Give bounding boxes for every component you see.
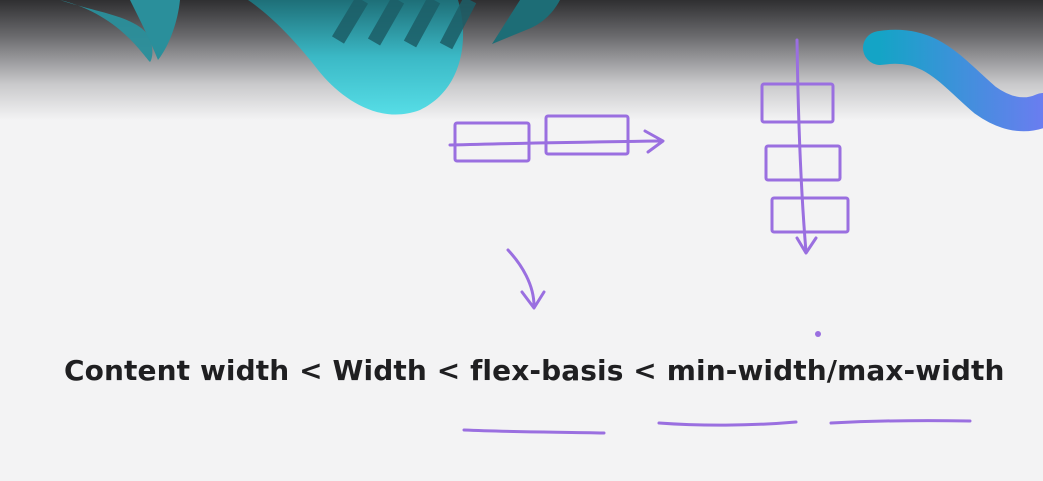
column-box-3: [770, 196, 850, 234]
teal-stripe-right: [492, 0, 560, 44]
column-box-2: [764, 144, 842, 182]
stripe-pattern: [331, 0, 477, 50]
annotation-dot: [815, 331, 821, 337]
blue-wave-shape: [863, 29, 1043, 132]
underline-flex-basis: [462, 428, 606, 435]
row-layout-sketch: [448, 114, 665, 163]
teal-blob-left-tail: [130, 0, 180, 60]
teal-blob-left-shape: [60, 0, 153, 62]
column-layout-sketch: [760, 38, 850, 255]
sizing-priority-formula: Content width < Width < flex-basis < min…: [64, 354, 1005, 387]
row-arrow-head: [643, 129, 665, 154]
row-arrow-line: [448, 139, 662, 147]
underline-max-width: [829, 419, 972, 425]
curved-arrow: [506, 248, 546, 310]
underline-min-width: [657, 420, 798, 427]
row-box-2: [544, 114, 630, 156]
underline-annotations: [462, 419, 972, 435]
column-arrow-head: [795, 236, 818, 255]
teal-blob-center-shape: [248, 0, 464, 115]
column-arrow-line: [795, 38, 808, 254]
